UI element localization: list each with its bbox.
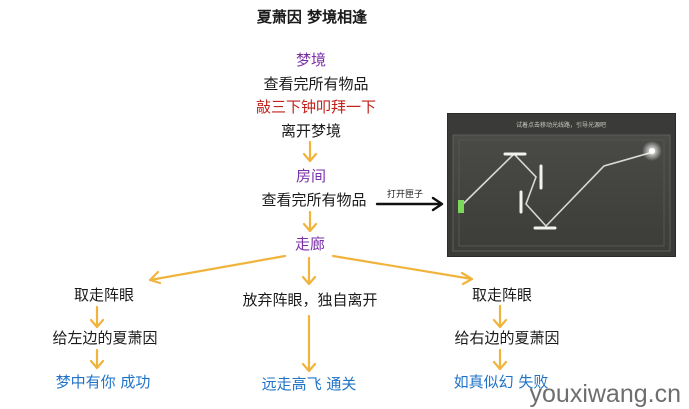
- middle-branch-ending: 远走高飞 通关: [261, 375, 357, 393]
- arrow-corridor-to-right: [331, 254, 474, 286]
- arrow-right-1: [492, 304, 508, 329]
- light-puzzle-screenshot: 试着点击移动光线路，引导光源吧: [447, 113, 676, 257]
- right-branch-give-right: 给右边的夏萧因: [454, 329, 560, 347]
- arrow-corridor-to-left: [148, 254, 287, 285]
- arrow-open-box: [375, 196, 444, 212]
- right-branch-take-eye: 取走阵眼: [471, 286, 533, 304]
- arrow-room-to-corridor: [302, 210, 318, 233]
- section-corridor: 走廊: [294, 235, 326, 253]
- middle-branch-abandon: 放弃阵眼，独自离开: [242, 291, 378, 309]
- diagram-title: 夏萧因 梦境相逢: [256, 8, 368, 26]
- site-watermark: youxiwang.cn: [529, 380, 681, 408]
- right-branch-ending: 如真似幻 失败: [453, 373, 549, 391]
- left-branch-give-left: 给左边的夏萧因: [52, 329, 158, 347]
- arrow-right-2: [492, 348, 508, 371]
- arrow-dream-to-room: [302, 140, 318, 163]
- dream-step-leave: 离开梦境: [280, 122, 342, 140]
- section-dream: 梦境: [295, 51, 327, 69]
- dream-step-view-items: 查看完所有物品: [263, 75, 369, 93]
- room-step-view-items: 查看完所有物品: [261, 191, 367, 209]
- open-box-label: 打开匣子: [387, 190, 424, 200]
- arrow-corridor-to-middle: [301, 256, 317, 286]
- left-branch-take-eye: 取走阵眼: [73, 286, 135, 304]
- left-branch-ending: 梦中有你 成功: [55, 373, 151, 391]
- arrow-left-2: [89, 348, 105, 370]
- dream-step-bell: 敲三下钟叩拜一下: [255, 98, 377, 116]
- light-source: [458, 200, 464, 213]
- section-room: 房间: [295, 167, 327, 185]
- arrow-left-1: [89, 305, 105, 329]
- arrow-middle-long: [301, 314, 317, 373]
- puzzle-hint: 试着点击移动光线路，引导光源吧: [516, 121, 606, 129]
- puzzle-board: 试着点击移动光线路，引导光源吧: [452, 121, 671, 252]
